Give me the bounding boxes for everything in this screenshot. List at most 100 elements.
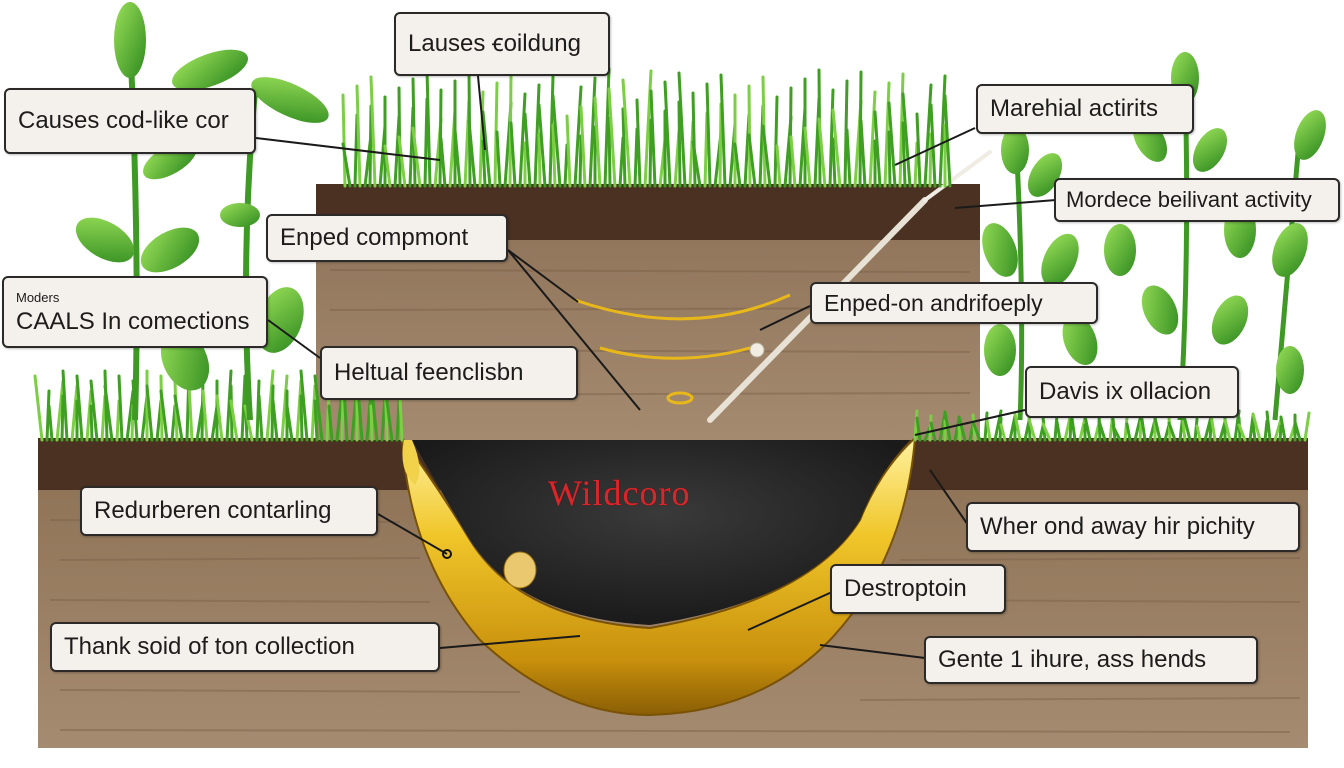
grass-blade — [868, 90, 877, 188]
grass-blade — [1293, 420, 1302, 442]
label-wher-ond: Wher ond away hir pichity — [966, 502, 1300, 552]
grass-blade — [255, 379, 261, 442]
grass-blade — [70, 384, 79, 442]
grass-blade — [928, 414, 933, 442]
grass-blade — [773, 95, 779, 188]
label-mordece: Mordece beilivant activity — [1054, 178, 1340, 222]
grass-blade — [803, 126, 812, 188]
grass-blade — [551, 94, 562, 188]
grass-blade — [817, 117, 827, 188]
grass-blade — [243, 404, 254, 442]
grass-blade — [883, 81, 891, 188]
grass-blade — [467, 119, 477, 188]
grass-blade — [45, 389, 51, 442]
grass-blade — [355, 84, 362, 188]
grass-blade — [691, 91, 697, 188]
grass-blade — [643, 69, 653, 188]
grass-blade — [145, 384, 154, 442]
grass-blade — [761, 124, 772, 188]
grass-blade — [913, 409, 919, 442]
grass-blade — [873, 110, 882, 188]
grass-blade — [257, 394, 264, 442]
grass-blade — [265, 369, 275, 442]
grass-blade — [1263, 419, 1269, 442]
grass-blade — [1279, 415, 1287, 442]
grass-blade — [565, 114, 572, 188]
grass-blade — [533, 83, 541, 188]
pit-center-label: Wildcoro — [548, 473, 691, 513]
grass-blade — [340, 394, 345, 442]
grass-blade — [1083, 414, 1092, 442]
grass-blade — [89, 404, 94, 442]
grass-blade — [928, 132, 933, 188]
grass-blade — [1251, 412, 1262, 442]
grass-blade — [789, 135, 797, 188]
grass-blade — [1111, 424, 1122, 442]
grass-blade — [593, 96, 602, 188]
grass-blade — [663, 80, 672, 188]
grass-blade — [621, 107, 627, 188]
label-lauses-building: Lauses ꞓoildung — [394, 12, 610, 76]
grass-blade — [369, 404, 374, 442]
grass-blade — [578, 134, 583, 188]
grass-blade — [1278, 424, 1283, 442]
grass-blade — [971, 420, 982, 442]
grass-blade — [828, 88, 835, 188]
grass-blade — [1208, 422, 1213, 442]
grass-blade — [439, 137, 447, 188]
grass-blade — [425, 68, 432, 188]
grass-blade — [649, 89, 657, 188]
grass-blade — [225, 369, 233, 442]
grass-blade — [1195, 424, 1202, 442]
grass-blade — [1265, 410, 1272, 442]
grass-blade — [691, 140, 702, 188]
grass-blade — [295, 379, 303, 442]
grass-blade — [1193, 417, 1199, 442]
grass-blade — [633, 127, 639, 188]
grass-blade — [1125, 422, 1132, 442]
liner-drip — [402, 440, 420, 485]
grass-blade — [1153, 416, 1162, 442]
grass-blade — [999, 423, 1007, 442]
grass-blade — [1181, 419, 1187, 442]
grass-blade — [648, 118, 653, 188]
label-caals-text: CAALS In comections — [16, 307, 250, 335]
grass-blade — [551, 123, 557, 188]
grass-blade — [607, 116, 612, 188]
grass-blade — [747, 133, 757, 188]
grass-blade — [677, 100, 682, 188]
grass-blade — [509, 121, 517, 188]
grass-blade — [47, 404, 54, 442]
label-enped-compmont: Enped compmont — [266, 214, 508, 262]
grass-blade — [115, 399, 121, 442]
grass-blade — [845, 128, 852, 188]
grass-blade — [1068, 418, 1073, 442]
waste-pit — [412, 440, 910, 625]
grass-blade — [887, 130, 892, 188]
grass-blade — [923, 83, 933, 188]
grass-blade — [1041, 422, 1052, 442]
grass-blade — [887, 101, 897, 188]
grass-blade — [117, 374, 124, 442]
grass-blade — [901, 92, 912, 188]
grass-blade — [523, 112, 532, 188]
grass-blade — [280, 374, 289, 442]
grass-blade — [341, 93, 347, 188]
label-gente: Gente 1 ihure, ass hends — [924, 636, 1258, 684]
grass-blade — [537, 132, 542, 188]
grass-blades — [33, 67, 1311, 442]
grass-blade — [913, 141, 919, 188]
grass-blade — [603, 67, 611, 188]
grass-blade — [985, 418, 992, 442]
grass-blade — [718, 102, 723, 188]
grass-blade — [957, 415, 967, 442]
grass-blade — [831, 108, 842, 188]
grass-blade — [915, 112, 922, 188]
grass-blade — [915, 416, 922, 442]
grass-blade — [229, 399, 239, 442]
grass-blade — [270, 384, 275, 442]
grass-blade — [993, 409, 1003, 442]
grass-blade — [313, 374, 324, 442]
grass-blade — [89, 379, 99, 442]
grass-blade — [1013, 412, 1022, 442]
